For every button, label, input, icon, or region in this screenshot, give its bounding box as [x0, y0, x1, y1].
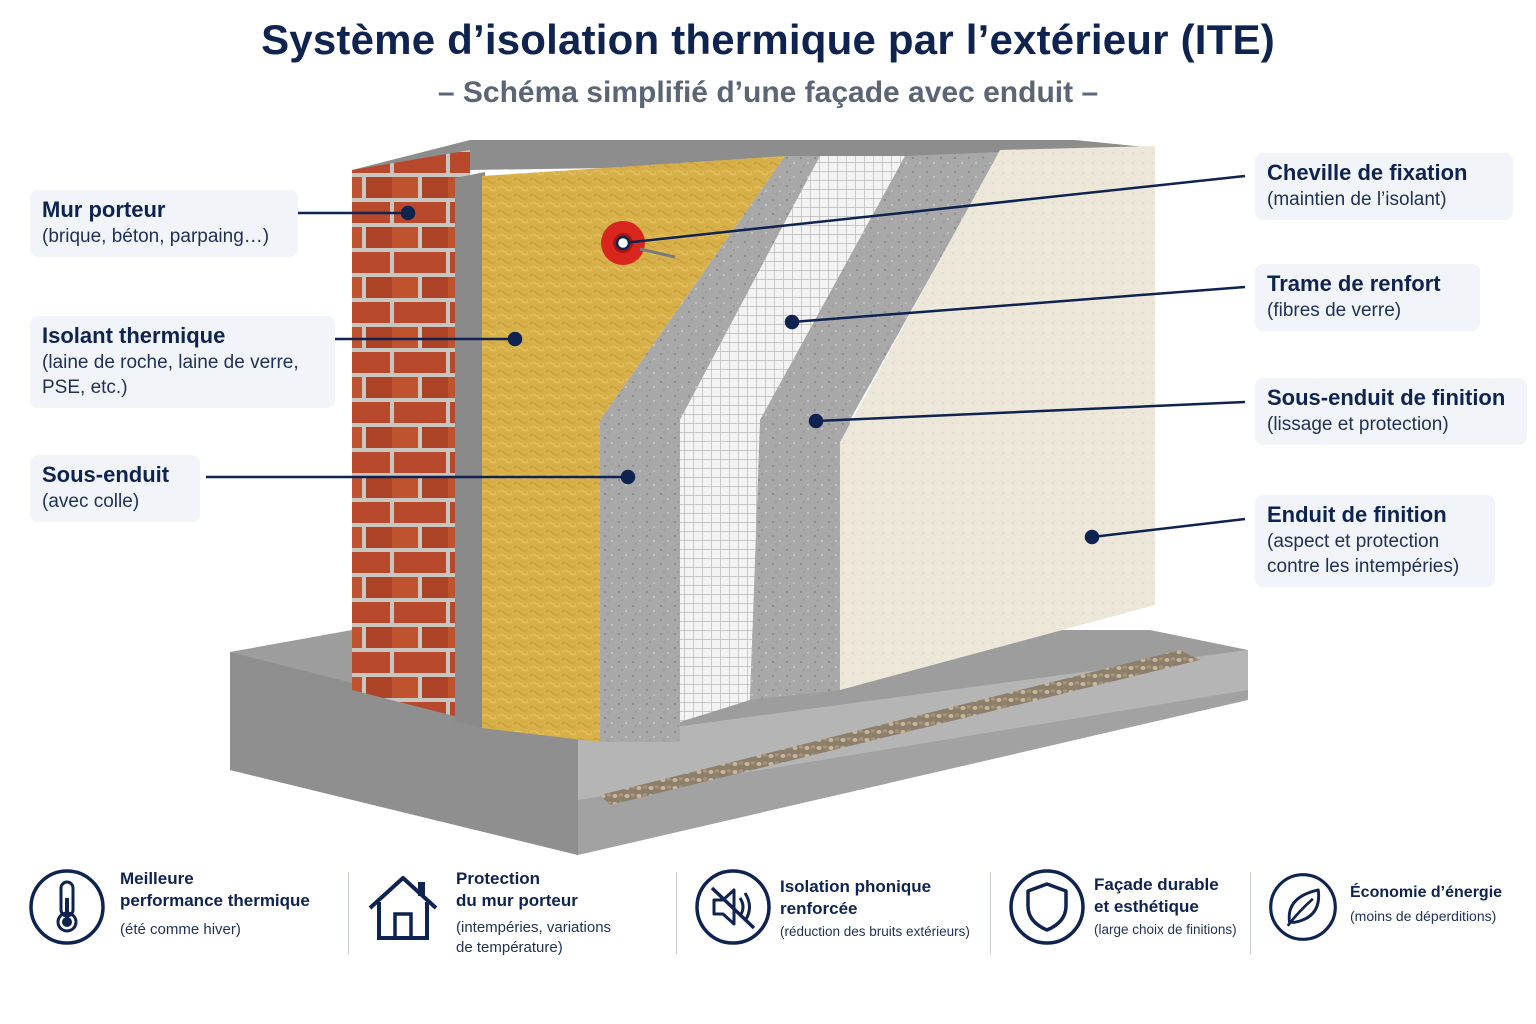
separator — [348, 872, 349, 954]
benefit-durable-sub: (large choix de finitions) — [1094, 922, 1237, 937]
reinforcement-mesh-layer — [680, 156, 905, 722]
benefit-acoustic-title-2: renforcée — [780, 899, 858, 918]
separator — [676, 872, 677, 954]
benefit-protection-sub-1: (intempéries, variations — [456, 919, 612, 936]
separator — [990, 872, 991, 954]
page-subtitle: – Schéma simplifié d’une façade avec end… — [437, 76, 1099, 109]
brick-wall-layer — [352, 150, 470, 720]
insulation-layer — [482, 156, 785, 742]
label-isolant: Isolant thermique (laine de roche, laine… — [30, 316, 335, 408]
house-icon — [368, 876, 438, 940]
label-isolant-subtitle-1: (laine de roche, laine de verre, — [42, 352, 299, 373]
benefit-thermal: Meilleure performance thermique (été com… — [28, 862, 338, 972]
benefit-protection-title-2: du mur porteur — [456, 891, 578, 910]
label-sous-enduit-finition-title: Sous-enduit de finition — [1267, 385, 1506, 410]
benefit-durable: Façade durable et esthétique (large choi… — [1008, 862, 1248, 972]
label-sous-enduit-finition: Sous-enduit de finition (lissage et prot… — [1255, 378, 1527, 445]
label-enduit-finition-title: Enduit de finition — [1267, 502, 1447, 527]
label-sous-enduit: Sous-enduit (avec colle) — [30, 455, 200, 522]
label-isolant-subtitle-2: PSE, etc.) — [42, 377, 128, 398]
label-enduit-finition-subtitle-1: (aspect et protection — [1267, 531, 1440, 552]
benefits-strip: Meilleure performance thermique (été com… — [0, 862, 1536, 972]
label-enduit-finition: Enduit de finition (aspect et protection… — [1255, 495, 1495, 587]
benefit-protection: Protection du mur porteur (intempéries, … — [364, 862, 664, 972]
label-sous-enduit-finition-subtitle: (lissage et protection) — [1267, 414, 1449, 435]
benefit-acoustic: Isolation phonique renforcée (réduction … — [694, 862, 984, 972]
label-enduit-finition-subtitle-2: contre les intempéries) — [1267, 556, 1460, 577]
page-title: Système d’isolation thermique par l’exté… — [261, 16, 1275, 63]
leaf-icon — [1269, 873, 1337, 941]
benefit-protection-sub-2: de température) — [456, 939, 563, 956]
benefit-energy-sub: (moins de déperditions) — [1350, 908, 1497, 924]
label-cheville-subtitle: (maintien de l’isolant) — [1267, 189, 1447, 210]
finishing-undercoat-layer — [750, 152, 1000, 700]
benefit-acoustic-title-1: Isolation phonique — [780, 877, 932, 896]
thermometer-icon — [29, 869, 105, 945]
label-mur-porteur-title: Mur porteur — [42, 197, 166, 222]
benefit-thermal-sub: (été comme hiver) — [120, 921, 241, 938]
label-cheville-title: Cheville de fixation — [1267, 160, 1468, 185]
benefit-durable-title-2: et esthétique — [1094, 897, 1199, 916]
wall-section-diagram — [203, 140, 1248, 855]
label-trame: Trame de renfort (fibres de verre) — [1255, 264, 1480, 331]
label-trame-title: Trame de renfort — [1267, 271, 1441, 296]
base-coat-layer — [600, 156, 820, 742]
label-sous-enduit-subtitle: (avec colle) — [42, 491, 140, 512]
adhesive-layer — [455, 172, 485, 728]
label-mur-porteur-subtitle: (brique, béton, parpaing…) — [42, 226, 270, 247]
separator — [1250, 872, 1251, 954]
benefit-acoustic-sub: (réduction des bruits extérieurs) — [780, 924, 970, 939]
benefit-protection-title-1: Protection — [456, 869, 541, 888]
shield-icon — [1009, 869, 1085, 945]
benefit-energy: Économie d’énergie (moins de déperdition… — [1268, 862, 1528, 972]
sound-off-icon — [695, 869, 771, 945]
finish-render-layer — [840, 146, 1155, 690]
benefit-thermal-title-1: Meilleure — [120, 869, 194, 888]
label-trame-subtitle: (fibres de verre) — [1267, 300, 1402, 321]
benefit-thermal-title-2: performance thermique — [120, 891, 310, 910]
label-sous-enduit-title: Sous-enduit — [42, 462, 170, 487]
label-isolant-title: Isolant thermique — [42, 323, 226, 348]
benefit-energy-title: Économie d’énergie — [1350, 884, 1503, 901]
label-mur-porteur: Mur porteur (brique, béton, parpaing…) — [30, 190, 298, 257]
label-cheville: Cheville de fixation (maintien de l’isol… — [1255, 153, 1513, 220]
benefit-durable-title-1: Façade durable — [1094, 875, 1219, 894]
